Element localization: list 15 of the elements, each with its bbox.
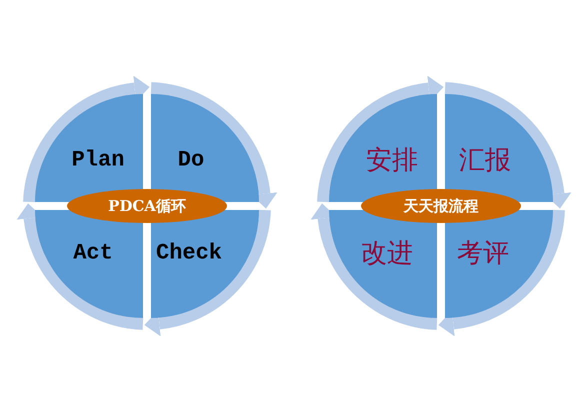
cycle-arrow xyxy=(438,210,565,336)
cycle-arrow xyxy=(16,204,144,330)
quadrant-label: 改进 xyxy=(361,238,413,270)
cycle-arrow xyxy=(23,76,150,202)
cycle-arrow xyxy=(444,82,572,208)
cycle-arrow xyxy=(144,210,271,336)
quadrant-label: Do xyxy=(178,148,204,172)
quadrant-label: Check xyxy=(156,240,222,266)
quadrant-label: 安排 xyxy=(366,144,418,178)
cycle-arrow xyxy=(317,76,444,202)
quadrant-label: 汇报 xyxy=(459,144,511,178)
quadrant-label: Act xyxy=(73,240,113,266)
quadrant-label: Plan xyxy=(72,148,124,172)
cycle-arrow xyxy=(150,82,278,208)
quadrant-label: 考评 xyxy=(457,238,509,270)
